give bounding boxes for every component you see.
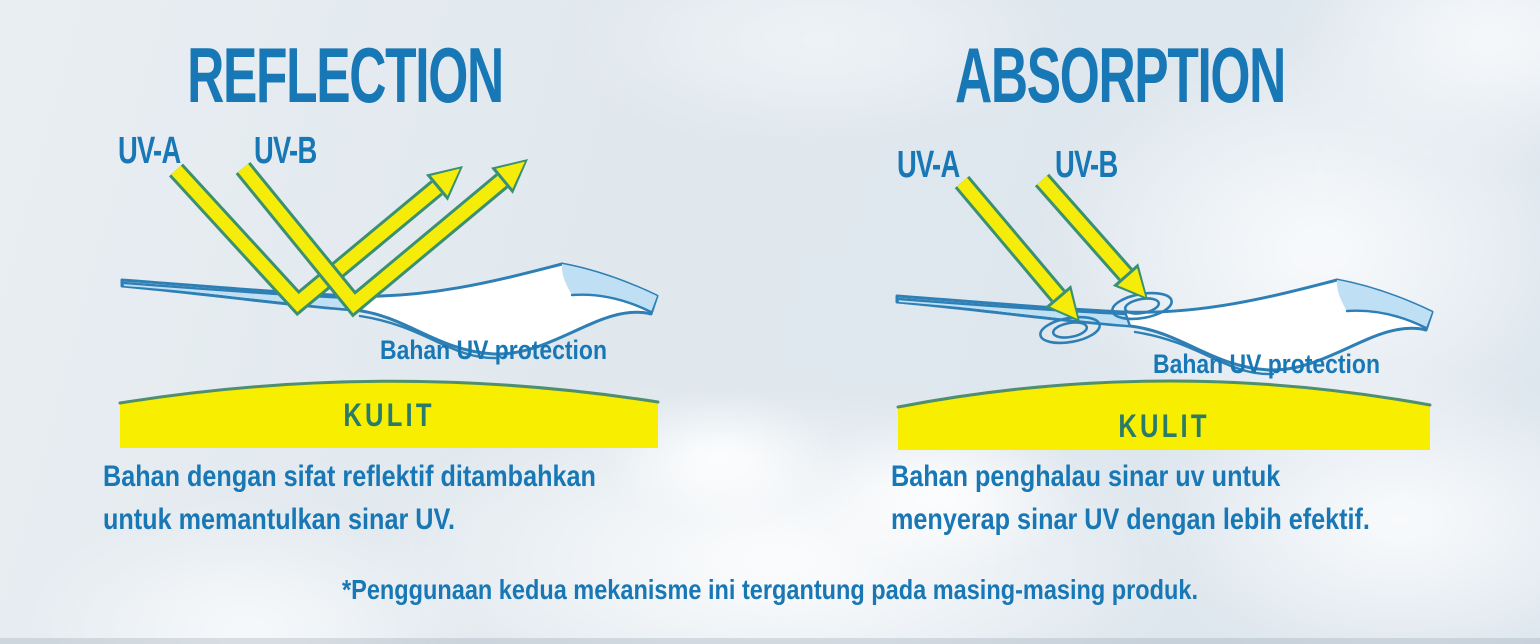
layer-label-right: Bahan UV protection: [1153, 349, 1380, 379]
absorption-description-line2: menyerap sinar UV dengan lebih efektif.: [891, 502, 1370, 536]
layer-label-left: Bahan UV protection: [380, 335, 607, 365]
reflection-title: REFLECTION: [187, 31, 504, 119]
footnote: *Penggunaan kedua mekanisme ini tergantu…: [341, 574, 1199, 605]
absorption-title: ABSORPTION: [954, 31, 1286, 119]
uv-a-label-right: UV-A: [897, 144, 960, 186]
reflection-description-line1: Bahan dengan sifat reflektif ditambahkan: [103, 460, 596, 493]
absorption-description: Bahan penghalau sinar uv untuk menyerap …: [891, 456, 1370, 541]
bottom-edge-strip: [0, 638, 1540, 644]
reflection-description-line2: untuk memantulkan sinar UV.: [103, 502, 455, 536]
uv-ray-reflected-a: [168, 163, 463, 317]
uv-ray-reflected-b: [235, 159, 528, 318]
skin-label-right: KULIT: [1118, 408, 1210, 444]
uv-ray-absorbed-b: [1034, 173, 1148, 300]
uv-b-label-right: UV-B: [1055, 144, 1118, 186]
reflection-description: Bahan dengan sifat reflektif ditambahkan…: [103, 456, 596, 541]
uv-b-label-left: UV-B: [254, 130, 317, 172]
absorption-description-line1: Bahan penghalau sinar uv untuk: [891, 460, 1281, 493]
skin-label-left: KULIT: [343, 397, 435, 433]
skin-band-right: [896, 379, 1432, 450]
uv-ray-absorbed-a: [954, 175, 1080, 322]
skin-band-left: [118, 379, 660, 448]
uv-a-label-left: UV-A: [118, 130, 181, 172]
